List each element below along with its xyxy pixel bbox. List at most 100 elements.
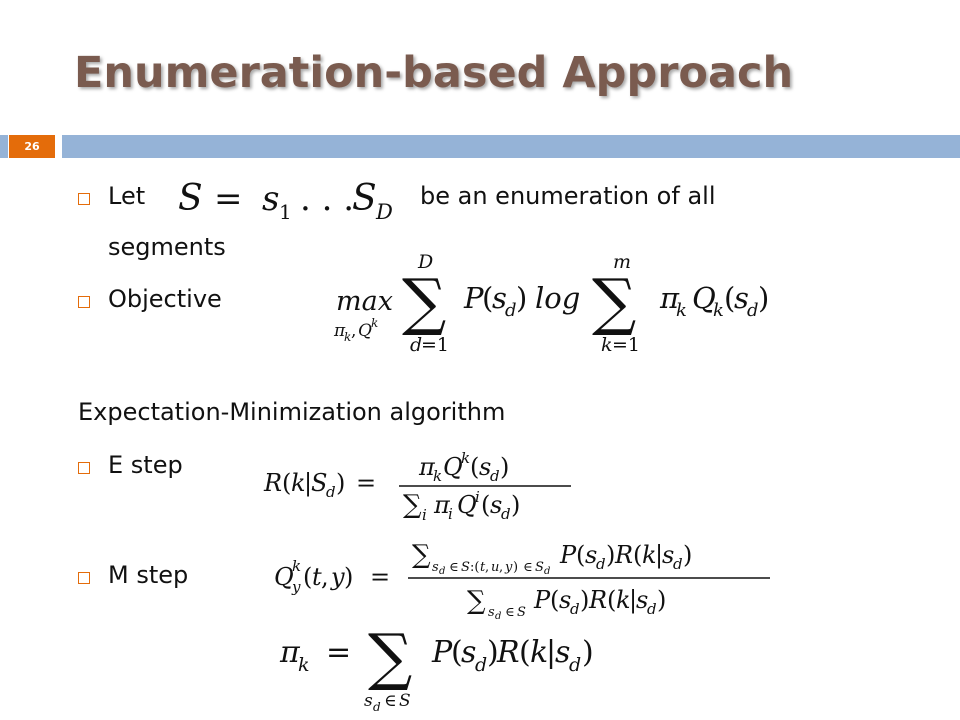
svg-text:R: R: [496, 635, 520, 670]
svg-text:∈: ∈: [384, 691, 397, 711]
svg-text:∑: ∑: [467, 586, 486, 616]
svg-text:k: k: [601, 334, 613, 356]
m-step-q-formula: Q y k ( t , y ) = ∑ s d ∈ S :( t , u , y…: [274, 540, 770, 622]
svg-text:|: |: [629, 586, 637, 615]
svg-text:∑: ∑: [412, 540, 431, 570]
svg-text:): ): [336, 469, 345, 497]
svg-text:): ): [657, 586, 666, 614]
svg-text:(: (: [303, 563, 312, 591]
svg-text:R: R: [263, 469, 282, 497]
svg-text:y: y: [291, 578, 301, 596]
svg-text:d: d: [596, 555, 606, 573]
svg-text:d: d: [439, 566, 445, 577]
bullet-square-icon: [78, 296, 90, 308]
svg-text:Q: Q: [692, 281, 716, 315]
svg-text:d: d: [495, 611, 501, 622]
bullet-square-icon: [78, 462, 90, 474]
svg-text:P: P: [463, 281, 484, 315]
svg-text:S: S: [178, 178, 203, 219]
enumeration-description: be an enumeration of all: [420, 182, 716, 210]
bullet-square-icon: [78, 193, 90, 205]
svg-text:. . .: . . .: [300, 179, 354, 219]
svg-text:d: d: [505, 300, 517, 321]
svg-text:∑: ∑: [592, 265, 636, 338]
svg-text:P: P: [533, 586, 551, 614]
svg-text:|: |: [304, 469, 312, 498]
svg-text:): ): [582, 635, 594, 670]
svg-text:k: k: [292, 557, 301, 575]
svg-text:k: k: [344, 330, 351, 344]
svg-text:s: s: [479, 453, 491, 481]
svg-text:D: D: [417, 251, 433, 273]
svg-text:s: s: [262, 179, 279, 219]
svg-text:π: π: [659, 281, 680, 315]
svg-text:π: π: [279, 635, 301, 670]
svg-text:P: P: [559, 541, 577, 569]
svg-text:(: (: [482, 281, 493, 315]
svg-text:(: (: [519, 635, 531, 670]
svg-text:S: S: [461, 560, 470, 575]
svg-text:s: s: [555, 635, 570, 670]
e-step-formula: R ( k | S d ) = π k Q k ( s d ) ∑ i π i …: [263, 449, 571, 524]
header-rule-right: [62, 135, 960, 158]
svg-text:d: d: [410, 334, 422, 356]
svg-text:k: k: [461, 449, 470, 467]
svg-text:S: S: [517, 605, 526, 620]
enumeration-description-cont: segments: [108, 233, 226, 261]
svg-text:(: (: [633, 541, 642, 569]
svg-text:t: t: [480, 560, 486, 575]
svg-text:i: i: [422, 506, 427, 524]
svg-text:Q: Q: [443, 453, 463, 481]
svg-text:i: i: [475, 488, 480, 506]
svg-text:y: y: [330, 563, 345, 591]
bullet-square-icon: [78, 572, 90, 584]
svg-text:s: s: [490, 491, 502, 519]
svg-text:,: ,: [485, 560, 489, 575]
svg-text:d: d: [490, 467, 500, 485]
svg-text:d: d: [673, 555, 683, 573]
svg-text:k: k: [530, 635, 548, 670]
svg-text:S: S: [399, 691, 411, 711]
svg-text:1: 1: [279, 200, 292, 224]
svg-text:S: S: [311, 469, 327, 497]
svg-text:(: (: [470, 453, 479, 481]
svg-text:d: d: [570, 600, 580, 618]
objective-label: Objective: [108, 285, 222, 313]
svg-text:): ): [758, 281, 769, 315]
svg-text:k: k: [291, 469, 306, 497]
svg-text::(: :(: [470, 560, 479, 575]
svg-text:=: =: [356, 469, 376, 497]
svg-text:,: ,: [351, 321, 356, 341]
objective-formula: max π k , Q k D ∑ d =1 P ( s d ) log m ∑…: [333, 251, 769, 356]
page-number-badge: 26: [9, 135, 55, 158]
svg-text:,: ,: [321, 563, 329, 591]
svg-text:(: (: [282, 469, 291, 497]
svg-text:∈: ∈: [523, 560, 533, 575]
svg-text:∈: ∈: [505, 605, 515, 620]
svg-text:s: s: [492, 281, 507, 315]
svg-text:∑: ∑: [403, 490, 422, 520]
svg-text:): ): [500, 453, 509, 481]
svg-text:u: u: [491, 560, 499, 575]
svg-text:(: (: [724, 281, 735, 315]
svg-text:d: d: [501, 505, 511, 523]
svg-text:R: R: [588, 586, 607, 614]
svg-text:m: m: [613, 251, 631, 273]
svg-text:∑: ∑: [368, 620, 412, 693]
section-heading: Expectation-Minimization algorithm: [78, 398, 506, 426]
svg-text:D: D: [375, 200, 393, 224]
svg-text:): ): [580, 586, 589, 614]
svg-text:log: log: [535, 281, 580, 315]
svg-text:): ): [344, 563, 353, 591]
svg-text:k: k: [676, 300, 687, 321]
svg-text:y: y: [504, 560, 513, 575]
enumeration-formula: S = s 1 . . . S D: [178, 178, 393, 224]
svg-text:(: (: [607, 586, 616, 614]
svg-text:π: π: [333, 321, 346, 341]
svg-text:Q: Q: [358, 321, 372, 341]
svg-text:π: π: [433, 491, 451, 519]
m-step-pi-formula: π k = ∑ s d ∈ S P ( s d ) R ( k | s d ): [279, 620, 594, 714]
svg-text:): ): [516, 281, 527, 315]
svg-text:S: S: [535, 560, 544, 575]
svg-text:π: π: [418, 453, 436, 481]
